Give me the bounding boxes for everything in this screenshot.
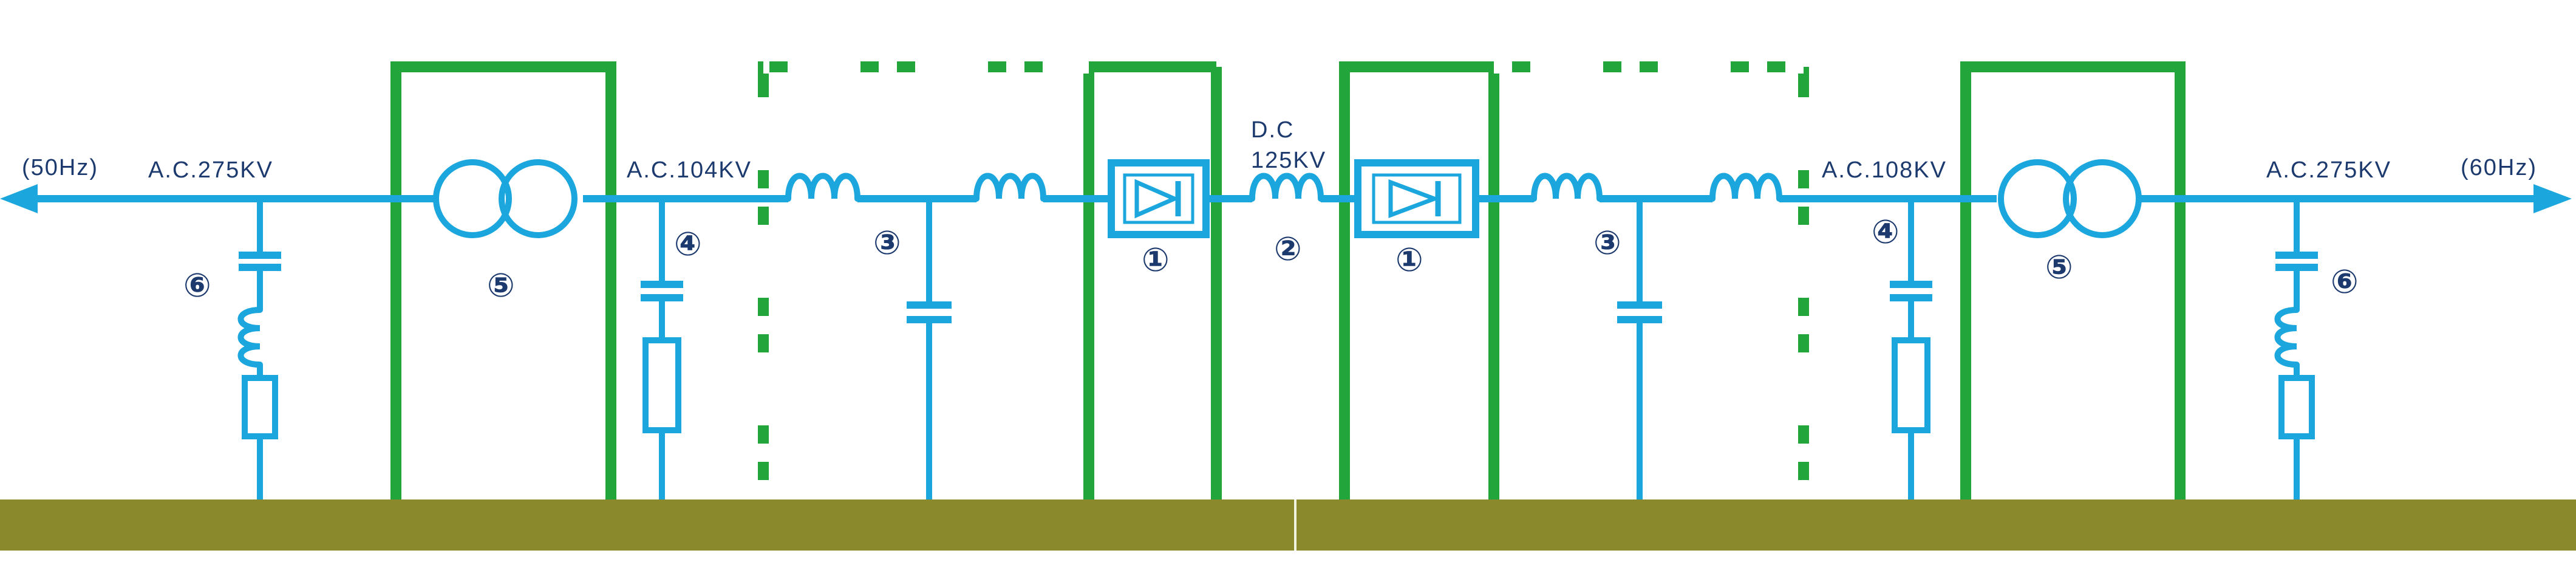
dashed-frame-gaps	[757, 60, 1810, 499]
ac-right-label: A.C.275KV	[2266, 157, 2391, 183]
marker-5-left: ⑤	[487, 266, 515, 304]
marker-4-right: ④	[1872, 213, 1900, 251]
ac-mid-left-label: A.C.104KV	[627, 157, 752, 183]
transformer-frame-right	[1960, 61, 2186, 499]
ground-bar	[0, 499, 2576, 551]
marker-1-left: ①	[1142, 241, 1170, 279]
thyristor-valve-icon-left	[1108, 159, 1210, 238]
capacitor-icons	[239, 252, 2318, 323]
thyristor-valve-icon-right	[1354, 159, 1479, 238]
marker-5-right: ⑤	[2045, 248, 2073, 286]
arrow-icon-left	[0, 184, 38, 213]
valve-hall-frame-left	[758, 61, 1222, 499]
transformer-frame-left	[390, 61, 616, 499]
inductor-icons-filter	[237, 307, 2300, 368]
marker-2: ②	[1274, 230, 1302, 268]
freq-left-label: (50Hz)	[22, 155, 98, 180]
valve-hall-frame-right	[1339, 61, 1809, 499]
dc-top-label: D.C	[1251, 117, 1294, 143]
resistor-icons	[242, 337, 2315, 439]
shunt-branches	[257, 199, 2300, 499]
freq-right-label: (60Hz)	[2461, 155, 2537, 180]
transformer-icon-right	[1998, 159, 2142, 238]
marker-1-right: ①	[1395, 241, 1423, 279]
transformer-icon-left	[433, 159, 578, 238]
inductor-icons-bus	[785, 173, 1782, 202]
marker-4-left: ④	[674, 225, 702, 263]
ac-left-label: A.C.275KV	[148, 157, 273, 183]
marker-6-right: ⑥	[2331, 263, 2359, 301]
ac-mid-right-label: A.C.108KV	[1822, 157, 1947, 183]
marker-3-left: ③	[873, 224, 901, 262]
marker-3-right: ③	[1593, 224, 1621, 262]
dc-bottom-label: 125KV	[1251, 148, 1326, 173]
arrow-icon-right	[2533, 184, 2572, 213]
marker-6-left: ⑥	[183, 266, 211, 304]
